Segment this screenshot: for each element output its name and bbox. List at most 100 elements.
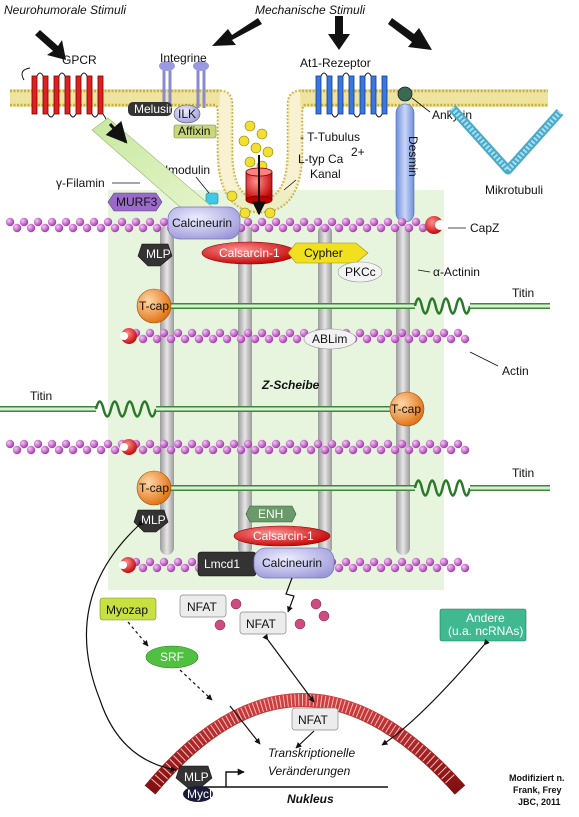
- calsarcin-bottom-label: Calsarcin-1: [253, 529, 314, 543]
- actin-bead: [299, 217, 309, 227]
- calcineurin-bottom-label: Calcineurin: [262, 556, 322, 570]
- nfat-2-label: NFAT: [246, 617, 276, 631]
- actin-bead: [453, 557, 463, 567]
- actin-bead: [306, 223, 316, 233]
- actin-bead: [460, 445, 470, 455]
- actin-bead: [320, 445, 330, 455]
- actin-bead: [362, 334, 372, 344]
- actin-bead: [348, 223, 358, 233]
- actin-bead: [19, 439, 29, 449]
- nfat-nuc-box: [291, 707, 339, 731]
- actin-bead: [215, 439, 225, 449]
- actin-bead: [201, 439, 211, 449]
- actin-bead: [180, 334, 190, 344]
- mlp-mid-label: MLP: [141, 513, 166, 527]
- actin-bead: [299, 439, 309, 449]
- at1-loops: [320, 72, 383, 118]
- actin-bead: [138, 223, 148, 233]
- cypher-label: Cypher: [304, 246, 343, 260]
- actin-bead: [418, 563, 428, 573]
- integrine-label: Integrine: [160, 51, 207, 65]
- actin-bead: [145, 217, 155, 227]
- actin-bead: [446, 334, 456, 344]
- actin-bead: [369, 439, 379, 449]
- actin-bead: [152, 445, 162, 455]
- actin-bead: [404, 334, 414, 344]
- actin-bead: [271, 439, 281, 449]
- actin-bead: [355, 217, 365, 227]
- actin-bead: [278, 223, 288, 233]
- actin-bead: [208, 334, 218, 344]
- phosphate-3: [310, 598, 322, 610]
- actin-bead: [439, 328, 449, 338]
- actin-bead: [19, 217, 29, 227]
- actin-bead: [432, 334, 442, 344]
- actin-bead: [61, 217, 71, 227]
- signaling-arrows: [85, 520, 490, 773]
- mlp-top-label: MLP: [146, 247, 171, 261]
- actin-bead: [159, 217, 169, 227]
- myozap-label: Myozap: [106, 603, 148, 617]
- mycd-shape: [183, 786, 213, 802]
- actin-bead: [439, 557, 449, 567]
- actin-bead: [313, 217, 323, 227]
- mechanical-stimuli-label: Mechanische Stimuli: [255, 3, 365, 17]
- actin-bead: [292, 334, 302, 344]
- murf3-shape: [107, 192, 163, 212]
- actin-bead: [285, 439, 295, 449]
- actin-bead: [425, 328, 435, 338]
- affixin-label: Affixin: [178, 124, 210, 138]
- actin-bead: [96, 223, 106, 233]
- actin-bead: [313, 439, 323, 449]
- tcap-3-shape: [136, 470, 172, 506]
- pkcc-shape: [337, 261, 383, 283]
- actin-bead: [257, 439, 267, 449]
- actin-bead: [411, 557, 421, 567]
- actin-bead: [222, 445, 232, 455]
- actin-bead: [110, 445, 120, 455]
- gpcr-receptor: [21, 67, 108, 129]
- pkcc-label: PKCc: [345, 265, 376, 279]
- titin-label-3: Titin: [512, 466, 534, 480]
- actin-bead: [145, 328, 155, 338]
- actin-bead: [47, 439, 57, 449]
- actin-bead: [439, 439, 449, 449]
- actin-bead: [376, 334, 386, 344]
- actin-bead: [334, 223, 344, 233]
- actin-bead: [257, 328, 267, 338]
- actin-bead: [327, 439, 337, 449]
- actin-bead: [159, 328, 169, 338]
- gpcr-arrow: [105, 120, 128, 144]
- actin-bead: [229, 439, 239, 449]
- tcap-2-shape: [389, 391, 425, 427]
- lmcd1-label: Lmcd1: [204, 557, 240, 571]
- actin-bead: [453, 328, 463, 338]
- ablim-label: ABLim: [312, 332, 347, 346]
- phosphate-4: [318, 610, 330, 622]
- actin-bead: [418, 445, 428, 455]
- actin-bead: [40, 223, 50, 233]
- actin-bead: [201, 328, 211, 338]
- actin-bead: [33, 439, 43, 449]
- actin-bead: [166, 445, 176, 455]
- calsarcin-top-label: Calsarcin-1: [219, 246, 280, 260]
- actin-bead: [187, 557, 197, 567]
- actin-bead: [173, 557, 183, 567]
- srf-to-nucleus-arrow: [179, 669, 213, 701]
- actin-bead: [159, 557, 169, 567]
- srf-label: SRF: [160, 650, 184, 664]
- actin-bead: [194, 334, 204, 344]
- actin-bead: [327, 217, 337, 227]
- nfat-nuc-label: NFAT: [298, 713, 328, 727]
- actin-bead: [40, 445, 50, 455]
- actin-bead: [390, 223, 400, 233]
- actin-bead: [166, 563, 176, 573]
- integrin-receptors: [159, 61, 209, 108]
- credit-line-3: JBC, 2011: [518, 797, 561, 807]
- calcineurin-top-shape: [167, 206, 241, 240]
- mikrotubuli-label: Mikrotubuli: [485, 183, 543, 197]
- melusin-label: Melusin: [134, 102, 175, 116]
- actin-bead: [362, 445, 372, 455]
- actin-bead: [411, 328, 421, 338]
